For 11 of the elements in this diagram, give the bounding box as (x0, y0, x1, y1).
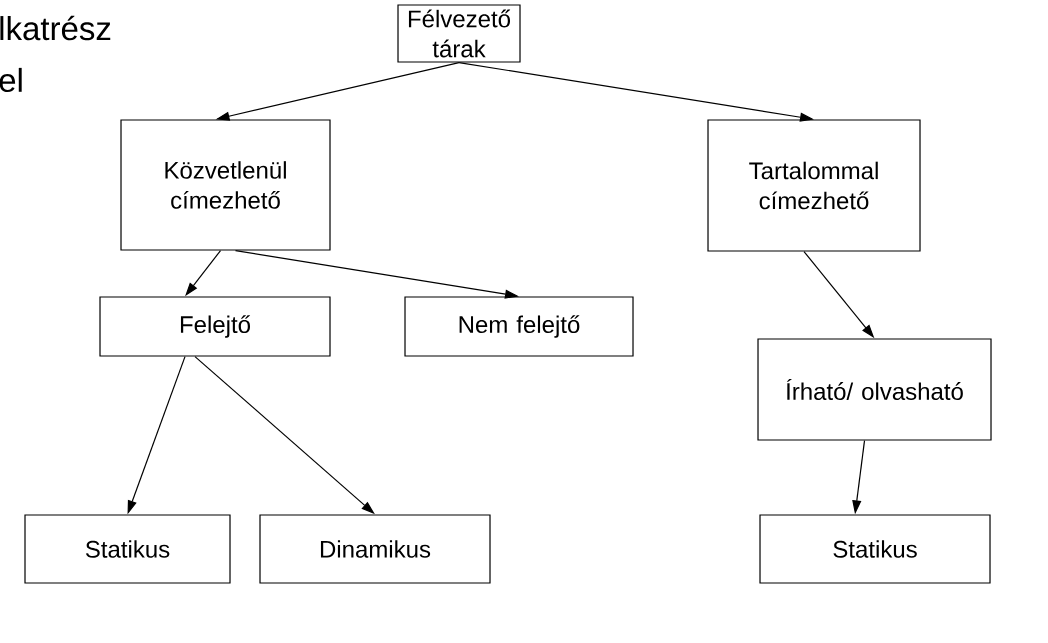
box: Tartalommal címezhető (707, 119, 921, 252)
box: Félvezető tárak (397, 4, 521, 63)
box: Felejtő (99, 296, 331, 357)
box: Írható/ olvasható (757, 338, 992, 441)
box: Közvetlenül címezhető (120, 119, 331, 251)
box: Statikus (759, 514, 991, 584)
box: Statikus (24, 514, 231, 584)
box: Nem felejtő (404, 296, 634, 357)
box: Dinamikus (259, 514, 491, 584)
heading-text: lkatrész (0, 15, 111, 41)
heading-text: el (0, 67, 22, 93)
